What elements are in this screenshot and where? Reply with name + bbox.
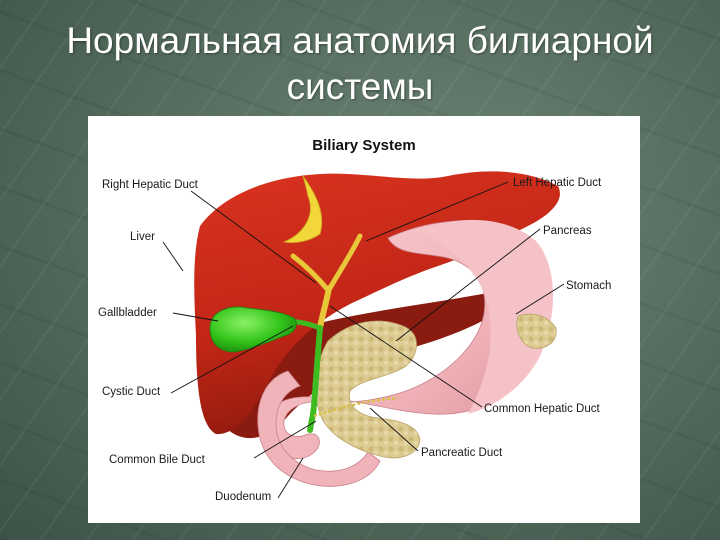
right-hepatic-duct [290, 253, 331, 293]
biliary-system-diagram: Biliary System [98, 137, 611, 503]
leader-gallbladder [172, 312, 219, 322]
label-duodenum: Duodenum [215, 491, 271, 503]
label-liver: Liver [130, 231, 155, 243]
leader-pancreas [395, 228, 541, 342]
label-gallbladder: Gallbladder [98, 307, 157, 319]
label-right-hepatic-duct: Right Hepatic Duct [102, 179, 199, 191]
leader-left-hepatic-duct [365, 181, 509, 242]
leader-pancreatic-duct [369, 407, 419, 452]
gallbladder [209, 306, 297, 353]
common-hepatic-duct [317, 285, 332, 331]
leader-common-hepatic-duct [329, 305, 483, 408]
pancreatic-duct [313, 396, 399, 418]
left-hepatic-duct [327, 233, 363, 291]
pancreas [315, 320, 421, 459]
label-pancreatic-duct: Pancreatic Duct [421, 447, 503, 459]
slide-title-line-1: Нормальная анатомия билиарной [66, 20, 654, 61]
diagram-title: Biliary System [312, 137, 415, 154]
leader-duodenum [277, 457, 304, 499]
falciform-ligament [282, 175, 323, 243]
leader-right-hepatic-duct [190, 190, 317, 284]
leader-common-bile-duct [253, 420, 317, 459]
label-pancreas: Pancreas [543, 225, 592, 237]
label-cystic-duct: Cystic Duct [102, 386, 161, 398]
label-stomach: Stomach [566, 280, 611, 292]
slide-title: Нормальная анатомия билиарной системы [0, 18, 720, 110]
leader-liver [162, 241, 184, 272]
biliary-diagram-panel: Biliary System [88, 116, 640, 523]
duodenum [257, 370, 381, 487]
leader-stomach [515, 283, 565, 315]
stomach-fundus [418, 219, 554, 414]
slide-title-line-2: системы [286, 66, 434, 107]
leader-cystic-duct [170, 325, 294, 394]
label-left-hepatic-duct: Left Hepatic Duct [513, 177, 602, 189]
label-common-bile-duct: Common Bile Duct [109, 454, 206, 466]
label-common-hepatic-duct: Common Hepatic Duct [484, 403, 600, 415]
pancreas-tail [516, 313, 557, 349]
